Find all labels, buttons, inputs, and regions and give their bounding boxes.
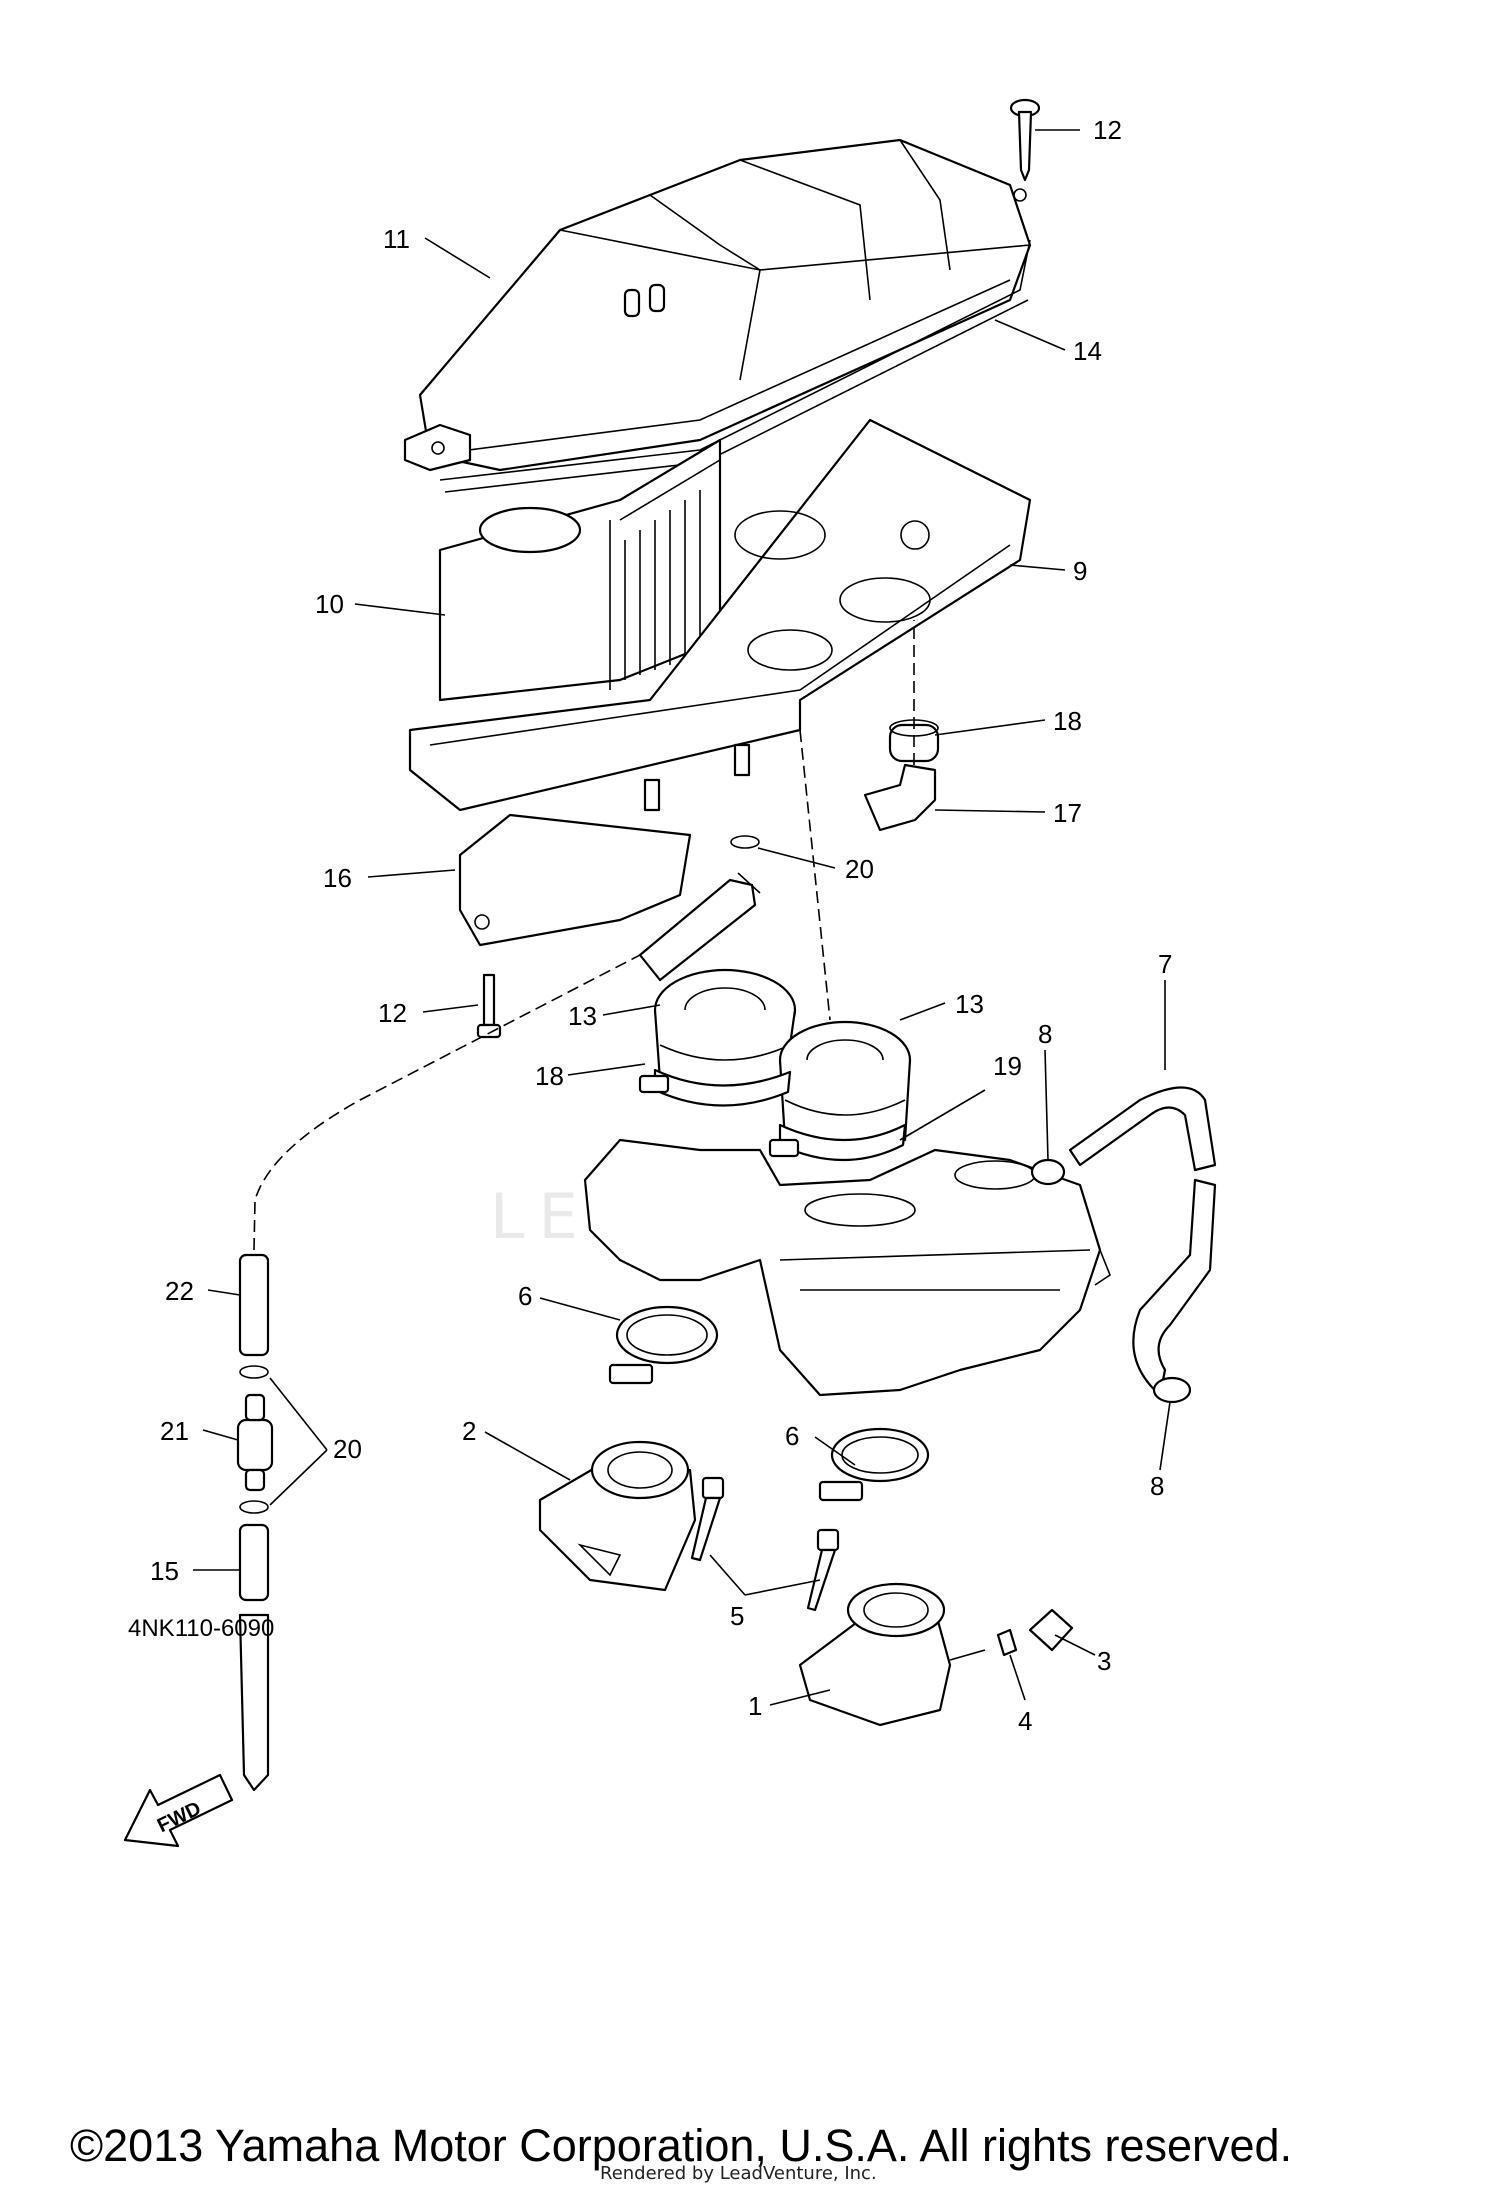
fwd-arrow-icon: FWD [123,1773,234,1848]
callout-6-right: 6 [785,1421,799,1451]
air-filter-element [438,438,722,702]
callout-3: 3 [1097,1646,1111,1676]
rendered-by-notice: Rendered by LeadVenture, Inc. [600,2163,877,2184]
intake-joint-1 [798,1582,986,1727]
callout-1: 1 [748,1691,762,1721]
diagram-code: 4NK110-6090 [128,1615,275,1642]
bolt-lower [806,1528,840,1612]
hose-lower [238,1523,270,1792]
air-cleaner-case [408,418,1032,812]
leader-lines [193,129,1171,1706]
hose-clip-upper [1030,1158,1066,1186]
callout-15: 16 [323,863,352,893]
screw-bottom [476,973,502,1039]
joint-clamp-left [638,1068,792,1107]
hose-upper [238,1253,270,1357]
routing-line [253,954,641,1251]
bolt-upper [690,1476,725,1562]
callout-10: 10 [315,589,344,619]
air-cleaner-bottom-cover [458,813,692,947]
callout-2: 2 [462,1416,476,1446]
callout-4: 4 [1018,1706,1032,1736]
air-cleaner-cover [403,138,1032,472]
callout-20-left: 20 [333,1434,362,1464]
carburetor-joint-right [778,1020,912,1157]
callout-21: 21 [160,1416,189,1446]
callout-20-top: 20 [845,854,874,884]
intake-joint-2 [538,1440,697,1592]
joint-clamp-right [768,1123,907,1162]
callout-labels: 12 11 14 9 10 18 17 20 16 12 13 13 18 19… [150,115,1172,1736]
callout-13-left: 13 [568,1001,597,1031]
hose-clip-lower [1152,1376,1192,1404]
fuel-filter [236,1393,274,1492]
callout-5: 5 [730,1601,744,1631]
callout-22: 22 [165,1276,194,1306]
hose-clip-upper-left [239,1365,269,1379]
callout-16: 17 [1053,798,1082,828]
callout-17: 18 [1053,706,1082,736]
breather-hose-top [638,872,761,982]
callout-12-bottom: 12 [378,998,407,1028]
screw-top [1009,98,1041,182]
callout-13-right: 13 [955,989,984,1019]
callout-9: 9 [1073,556,1087,586]
callout-6-left: 6 [518,1281,532,1311]
elbow-hose [863,763,937,832]
copyright-notice: ©2013 Yamaha Motor Corporation, U.S.A. A… [70,2120,1293,2171]
callout-12-top: 12 [1093,115,1122,145]
routing-line-2 [799,729,831,1021]
hose-clamp-right [818,1427,930,1502]
hose-clip-top [730,835,760,849]
callout-18-right: 19 [993,1051,1022,1081]
callout-18-left: 18 [535,1061,564,1091]
hose-clamp-left [608,1305,719,1385]
hose-clip-lower-left [239,1500,269,1514]
callout-11: 11 [383,224,410,254]
clip [996,1628,1018,1657]
callout-8-top: 8 [1038,1019,1052,1049]
callout-8-bottom: 8 [1150,1471,1164,1501]
callout-7: 7 [1158,949,1172,979]
cap [1028,1608,1074,1652]
carburetor-joint-left [653,968,797,1097]
callout-19: 15 [150,1556,179,1586]
callout-14: 14 [1073,336,1102,366]
